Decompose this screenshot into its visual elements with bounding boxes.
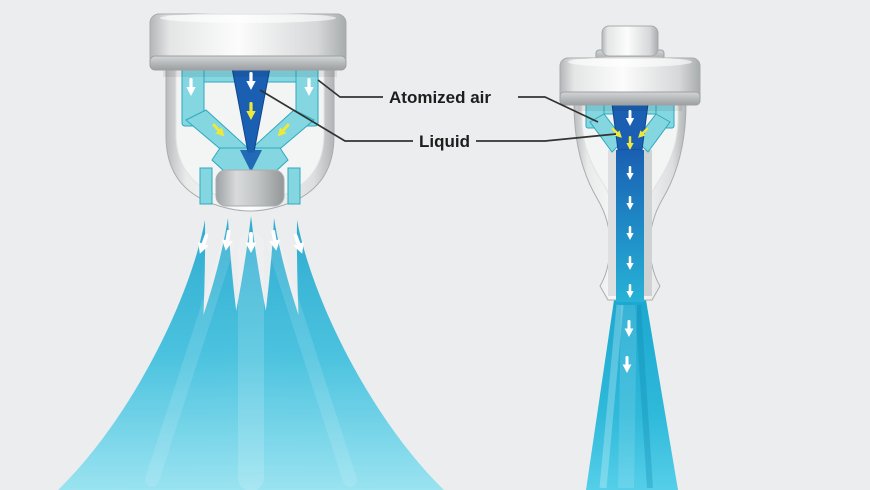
- left-cap-rim: [149, 55, 347, 71]
- leader-lines: [259, 79, 617, 142]
- leader-liquid-right: [476, 133, 617, 142]
- right-bore-wall-right: [644, 150, 652, 296]
- leader-liquid-left: [259, 89, 413, 142]
- left-spray-sheen: [145, 232, 357, 490]
- label-atomized-air: Atomized air: [389, 88, 491, 107]
- leader-atomized-air-left: [317, 79, 383, 98]
- right-bore-wall-left: [608, 150, 616, 296]
- label-liquid: Liquid: [419, 132, 470, 151]
- left-deflector-core: [215, 169, 285, 207]
- leader-atomized-air-right: [518, 96, 599, 123]
- right-cap-rim: [559, 91, 701, 106]
- right-cap-shadow: [578, 105, 682, 111]
- right-knob: [601, 25, 659, 57]
- right-cap-highlight: [568, 57, 692, 67]
- left-cap-highlight: [160, 13, 336, 23]
- left-spray-fan: [58, 216, 444, 490]
